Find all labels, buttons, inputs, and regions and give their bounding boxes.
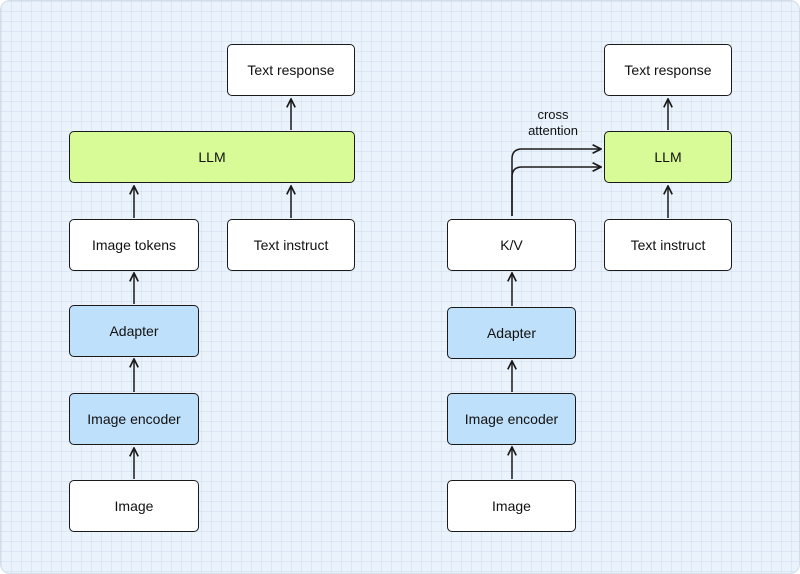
adapter-box-right: Adapter (447, 307, 576, 359)
image-box-left: Image (69, 480, 199, 532)
text-response-label-right: Text response (624, 62, 712, 78)
text-response-label-left: Text response (247, 62, 335, 78)
llm-box-left: LLM (69, 131, 355, 183)
kv-label-right: K/V (500, 237, 523, 253)
cross-attention-note: cross attention (512, 107, 594, 139)
image-encoder-box-right: Image encoder (447, 393, 576, 445)
text-instruct-label-right: Text instruct (630, 237, 706, 253)
image-tokens-box-left: Image tokens (69, 219, 199, 271)
cross-attention-line2: attention (528, 123, 578, 138)
text-instruct-box-left: Text instruct (227, 219, 355, 271)
image-label-left: Image (114, 498, 154, 514)
image-label-right: Image (492, 498, 531, 514)
image-tokens-label-left: Image tokens (91, 237, 177, 253)
llm-box-right: LLM (604, 131, 732, 183)
adapter-label-right: Adapter (486, 325, 537, 341)
adapter-box-left: Adapter (69, 305, 199, 357)
text-instruct-box-right: Text instruct (604, 219, 732, 271)
cross-attention-line1: cross (537, 107, 569, 122)
text-response-box-right: Text response (604, 44, 732, 96)
image-encoder-box-left: Image encoder (69, 393, 199, 445)
image-box-right: Image (447, 480, 576, 532)
text-instruct-label-left: Text instruct (253, 237, 329, 253)
adapter-label-left: Adapter (109, 323, 159, 339)
llm-label-left: LLM (198, 149, 226, 165)
kv-box-right: K/V (447, 219, 576, 271)
arrow-kv-cross-attention-lower (511, 167, 601, 216)
image-encoder-label-left: Image encoder (87, 411, 181, 427)
image-encoder-label-right: Image encoder (464, 411, 559, 427)
llm-label-right: LLM (654, 149, 682, 165)
text-response-box-left: Text response (227, 44, 355, 96)
arrow-kv-cross-attention-upper (511, 149, 601, 216)
